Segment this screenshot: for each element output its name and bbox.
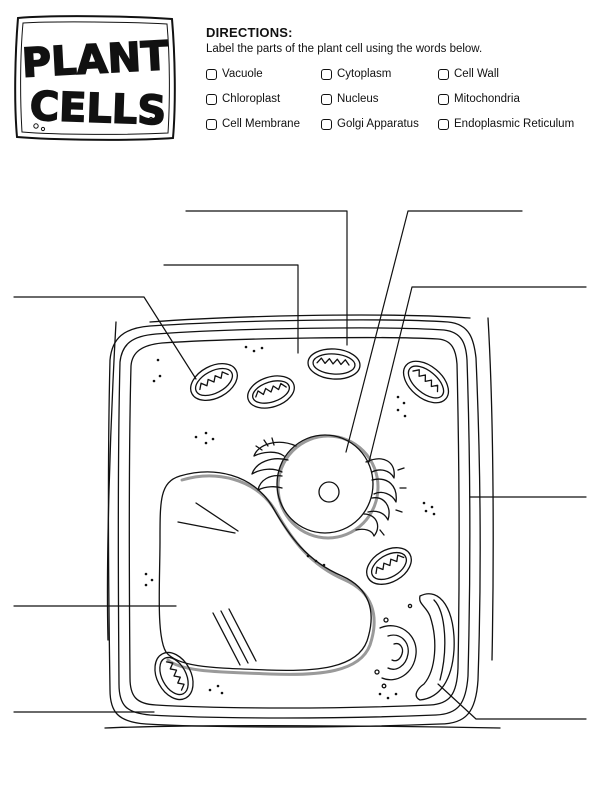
plant-cell-diagram (0, 190, 600, 793)
neighbor-wall-right (488, 318, 493, 660)
endoplasmic-reticulum-right (356, 459, 406, 536)
chloroplast-4 (396, 353, 456, 411)
label-lines (14, 211, 586, 719)
label-line-right-lower (438, 684, 586, 719)
chloroplast-1 (184, 356, 243, 408)
logo-dots (33, 116, 154, 132)
checkbox[interactable] (321, 93, 332, 105)
logo-line-1: PLANT (21, 33, 170, 87)
word-label: Mitochondria (454, 93, 520, 105)
checkbox[interactable] (206, 118, 217, 130)
checkbox[interactable] (321, 68, 332, 80)
word-label: Endoplasmic Reticulum (454, 118, 575, 130)
nucleus-shadow (278, 436, 378, 538)
cell-membrane (129, 338, 459, 708)
chloroplast-5 (360, 540, 418, 592)
chloroplast-6 (147, 646, 200, 706)
chloroplast-3 (307, 347, 361, 381)
directions-block: DIRECTIONS: Label the parts of the plant… (206, 25, 596, 55)
word-cell-wall[interactable]: Cell Wall (438, 68, 499, 80)
checkbox[interactable] (438, 93, 449, 105)
label-line-left-upper (14, 297, 196, 379)
endoplasmic-reticulum-left (252, 438, 296, 490)
word-label: Nucleus (337, 93, 379, 105)
directions-text: Label the parts of the plant cell using … (206, 43, 483, 55)
checkbox[interactable] (438, 68, 449, 80)
word-label: Cell Wall (454, 68, 499, 80)
word-label: Vacuole (222, 68, 263, 80)
word-mitochondria[interactable]: Mitochondria (438, 93, 520, 105)
word-golgi-apparatus[interactable]: Golgi Apparatus (321, 118, 419, 130)
checkbox[interactable] (321, 118, 332, 130)
word-label: Cell Membrane (222, 118, 300, 130)
word-chloroplast[interactable]: Chloroplast (206, 93, 280, 105)
word-cell-membrane[interactable]: Cell Membrane (206, 118, 300, 130)
word-label: Chloroplast (222, 93, 281, 105)
vacuole-crystals (178, 503, 256, 665)
word-label: Golgi Apparatus (337, 118, 419, 130)
checkbox[interactable] (206, 68, 217, 80)
label-line-top-right (346, 211, 522, 452)
word-endoplasmic-reticulum[interactable]: Endoplasmic Reticulum (438, 118, 574, 130)
word-bank: Vacuole Cytoplasm Cell Wall Chloroplast … (206, 68, 598, 138)
label-line-top-left (164, 265, 298, 353)
logo-border-inner (20, 21, 170, 135)
plant-cells-logo: PLANT CELLS (14, 15, 176, 141)
label-line-top-center (186, 211, 347, 345)
neighbor-wall-bottom (105, 726, 500, 728)
nucleus (277, 435, 373, 533)
word-label: Cytoplasm (337, 68, 392, 80)
vacuole (159, 472, 371, 670)
cytoplasm-dots (144, 345, 436, 700)
neighbor-wall-top (150, 315, 470, 322)
label-line-right-upper (369, 287, 586, 462)
directions-title: DIRECTIONS: (206, 25, 293, 40)
logo-border (14, 15, 176, 141)
golgi-apparatus (375, 594, 454, 700)
chloroplast-2 (244, 370, 299, 413)
checkbox[interactable] (206, 93, 217, 105)
logo-line-2: CELLS (29, 84, 167, 135)
word-nucleus[interactable]: Nucleus (321, 93, 379, 105)
word-cytoplasm[interactable]: Cytoplasm (321, 68, 391, 80)
checkbox[interactable] (438, 118, 449, 130)
cell-wall-outer (109, 320, 481, 727)
nucleolus (319, 482, 339, 502)
cell-wall-inner (118, 328, 469, 718)
word-vacuole[interactable]: Vacuole (206, 68, 263, 80)
